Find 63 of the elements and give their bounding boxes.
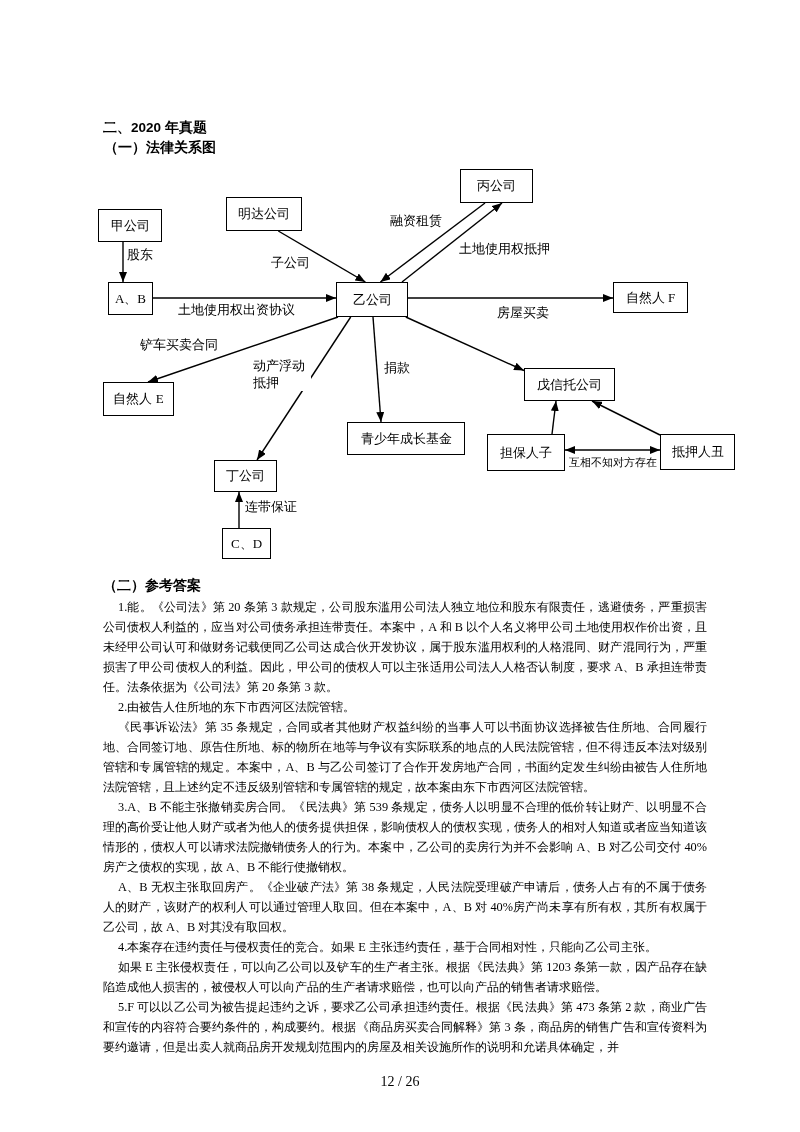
entity-box — [226, 197, 302, 231]
arrow — [405, 316, 525, 372]
node-label: 乙公司 — [352, 291, 392, 308]
entity-box — [460, 169, 533, 203]
arrow — [152, 294, 337, 302]
edge-label: 互相不知对方存在 — [569, 455, 657, 469]
section-heading: （二）参考答案 — [103, 577, 201, 594]
node-label: C、D — [230, 535, 263, 552]
node-label: 甲公司 — [110, 217, 150, 234]
arrow — [147, 316, 339, 383]
node-label: 担保人子 — [500, 444, 552, 461]
arrow — [235, 491, 243, 529]
entity-box — [108, 282, 153, 315]
arrow — [277, 230, 367, 283]
arrow — [591, 400, 661, 436]
node-label: 青少年成长基金 — [360, 430, 452, 447]
edge-label: 融资租赁 — [390, 212, 442, 229]
paragraph: 5.F 可以以乙公司为被告提起违约之诉，要求乙公司承担违约责任。根据《民法典》第 473 条第 2 款，商业广告和宣传的内容符合要约条件的，构成要约。根据《商品房买卖合同解释》第 3 条，商品房的销售广告和宣传资料为要约邀请，但是出卖人就商品房开发规划范围内的房屋及相关设施所作的说明和允诺具体确定，并 — [103, 999, 707, 1056]
entity-box — [660, 434, 735, 470]
edge-label: 捐款 — [384, 359, 410, 376]
entity-box — [214, 460, 277, 492]
edge-label: 房屋买卖 — [497, 304, 549, 321]
edge-label: 铲车买卖合同 — [140, 336, 218, 353]
entity-box — [98, 209, 162, 242]
paragraph: A、B 无权主张取回房产。《企业破产法》第 38 条规定，人民法院受理破产申请后，债务人占有的不属于债务人的财产，该财产的权利人可以通过管理人取回。但在本案中，A、B 对 40%房产尚未享有所有权，其所有权属于乙公司，故 A、B 对其没有取回权。 — [103, 879, 707, 936]
paragraph: 4.本案存在违约责任与侵权责任的竞合。如果 E 主张违约责任，基于合同相对性，只能向乙公司主张。 — [117, 939, 658, 956]
node-label: 戊信托公司 — [537, 376, 602, 393]
node-label: 丁公司 — [226, 468, 265, 484]
node-label: A、B — [114, 290, 147, 307]
arrow — [550, 400, 559, 435]
node-label: 明达公司 — [238, 206, 290, 222]
double-arrow — [564, 446, 661, 454]
paragraph: 1.能。《公司法》第 20 条第 3 款规定，公司股东滥用公司法人独立地位和股东有限责任，逃避债务，严重损害公司债权人利益的，应当对公司债务承担连带责任。本案中，A 和 B 以个人名义将甲公司土地使用权作价出资，且未经甲公司认可和做财务记载便同乙公司达成合伙开发协议，属于股东滥用权利的人格混同、财产混同行为，严重损害了甲公司债权人的利益。因此，甲公司的债权人可以主张适用公司法人人格否认制度，要求 A、B 承担连带责任。法条依据为《公司法》第 20 条第 3 款。 — [103, 599, 707, 696]
node-label: 丙公司 — [477, 178, 516, 194]
entity-box — [487, 434, 565, 471]
entity-box — [336, 282, 408, 317]
paragraph: 2.由被告人住所地的东下市西河区法院管辖。 — [117, 699, 357, 716]
edge-label: 子公司 — [271, 254, 310, 271]
arrow — [256, 316, 352, 461]
entity-box — [347, 422, 465, 455]
arrow — [119, 241, 127, 283]
entity-box — [524, 368, 615, 401]
arrow — [379, 202, 486, 283]
entity-box — [222, 528, 271, 559]
arrow — [407, 294, 614, 302]
node-label: 抵押人丑 — [671, 444, 724, 460]
node-label: 自然人 F — [625, 289, 676, 306]
page-number: 12 / 26 — [380, 1073, 420, 1090]
node-label: 自然人 E — [113, 391, 164, 407]
section-heading: （一）法律关系图 — [104, 139, 216, 156]
page-heading: 二、2020 年真题 — [103, 119, 207, 136]
paragraph: 3.A、B 不能主张撤销卖房合同。《民法典》第 539 条规定，债务人以明显不合理的低价转让财产、以明显不合理的高价受让他人财产或者为他人的债务提供担保，影响债权人的债权实现，债务人的相对人知道或者应当知道该情形的，债权人可以请求法院撤销债务人的行为。本案中，乙公司的卖房行为并不会影响 A、B 对乙公司交付 40%房产之债权的实现，故 A、B 不能行使撤销权。 — [103, 799, 707, 876]
paragraph: 如果 E 主张侵权责任，可以向乙公司以及铲车的生产者主张。根据《民法典》第 1203 条第一款，因产品存在缺陷造成他人损害的，被侵权人可以向产品的生产者请求赔偿，也可以向产品的销售者请求赔偿。 — [103, 959, 707, 996]
arrow — [372, 316, 385, 423]
arrow — [401, 202, 503, 283]
edge-label: 连带保证 — [245, 498, 297, 515]
entity-box — [103, 382, 174, 416]
paragraph: 《民事诉讼法》第 35 条规定，合同或者其他财产权益纠纷的当事人可以书面协议选择被告住所地、合同履行地、合同签订地、原告住所地、标的物所在地等与争议有实际联系的地点的人民法院管辖，但不得违反本法对级别管辖和专属管辖的规定。本案中，A、B 与乙公司签订了合作开发房地产合同，书面约定发生纠纷由被告人住所地法院管辖，且上述约定不违反级别管辖和专属管辖的规定，故本案由东下市西河区法院管辖。 — [103, 719, 707, 796]
edge-label: 土地使用权出资协议 — [178, 301, 295, 318]
edge-label: 动产浮动抵押 — [253, 357, 311, 391]
entity-box — [613, 282, 688, 313]
edge-label: 股东 — [127, 246, 153, 263]
edge-label: 土地使用权抵押 — [459, 240, 550, 257]
